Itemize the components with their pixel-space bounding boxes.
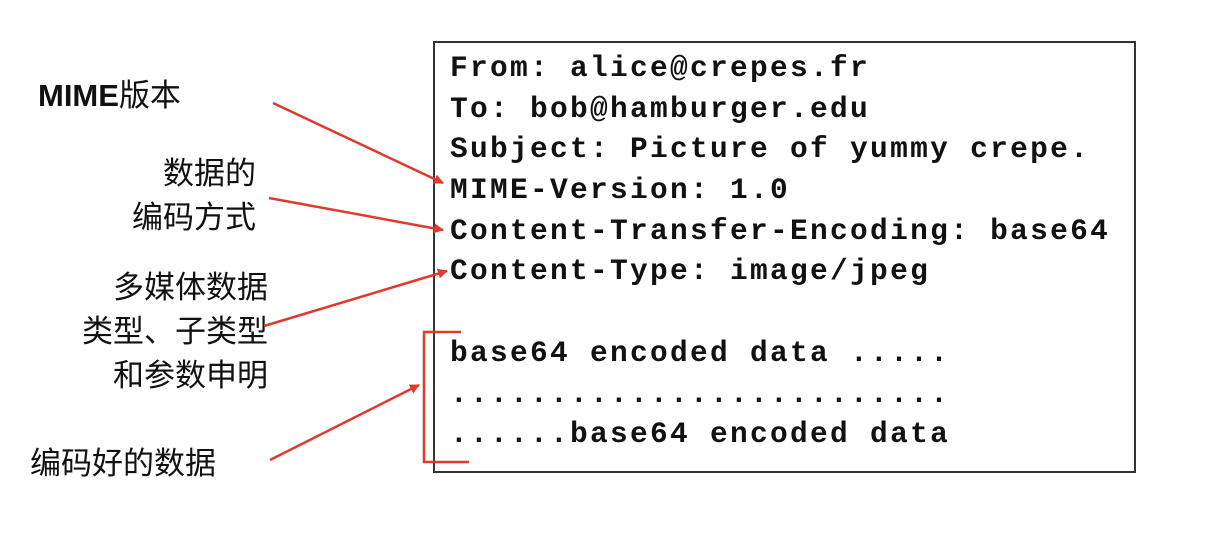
header-content-transfer-encoding: Content-Transfer-Encoding: base64: [450, 213, 1111, 248]
message-box: [433, 41, 1136, 473]
body-bracket: [422, 330, 469, 464]
header-content-type: Content-Type: image/jpeg: [450, 254, 931, 289]
arrow-encoding: [268, 196, 444, 234]
body-line: .........................: [450, 376, 951, 411]
header-subject: Subject: Picture of yummy crepe.: [450, 132, 1091, 167]
label-content-type-line: 和参数申明: [113, 358, 268, 394]
body-line: base64 encoded data .....: [450, 335, 951, 370]
label-content-type-line: 多媒体数据: [113, 270, 268, 306]
header-from: From: alice@crepes.fr: [450, 51, 871, 85]
label-content-type: 多媒体数据 类型、子类型 和参数申明: [82, 266, 268, 398]
label-encoding-line: 数据的: [163, 156, 256, 192]
header-mime-version: MIME-Version: 1.0: [450, 173, 791, 208]
header-to: To: bob@hamburger.edu: [450, 91, 871, 126]
label-encoding-line: 编码方式: [132, 200, 256, 236]
arrow-mime-version: [272, 101, 444, 185]
label-mime-version: MIME版本: [38, 74, 181, 118]
arrow-content-type: [263, 268, 448, 328]
body-line: ......base64 encoded data: [450, 417, 951, 452]
label-encoded-data: 编码好的数据: [30, 446, 216, 482]
label-encoding: 数据的 编码方式: [132, 152, 256, 240]
label-mime-latin: MIME: [38, 78, 119, 113]
arrow-encoded-data: [269, 383, 420, 462]
label-content-type-line: 类型、子类型: [82, 314, 268, 350]
label-mime-cjk: 版本: [118, 78, 181, 114]
